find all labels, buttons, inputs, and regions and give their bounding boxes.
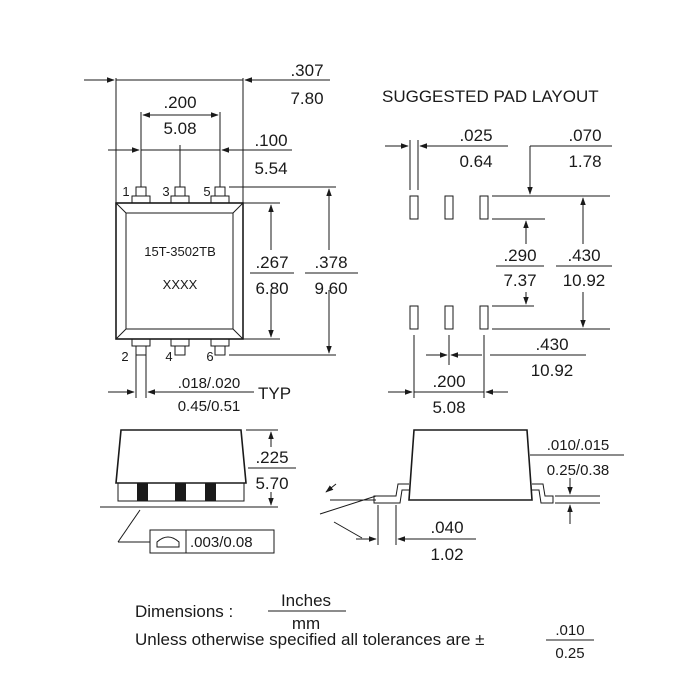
date-code-marking: XXXX — [163, 277, 198, 292]
dimensions-label: Dimensions : — [135, 602, 233, 621]
lead-width-mm: 0.45/0.51 — [178, 398, 241, 415]
lead-thickness-inch: .010/.015 — [547, 437, 610, 454]
top-view: 1 3 5 2 4 6 15T-3502TB XXXX .307 7.80 .2… — [84, 61, 358, 415]
tolerance-mm: 0.25 — [555, 645, 584, 662]
end-lead-left — [373, 483, 409, 504]
side-lead — [175, 483, 186, 501]
notes: Dimensions : Inches mm Unless otherwise … — [135, 591, 594, 662]
pad-layout-title: SUGGESTED PAD LAYOUT — [382, 87, 599, 106]
overall-width-inch: .307 — [290, 61, 323, 80]
lead-width-typ: TYP — [258, 384, 291, 403]
bottom-leads — [131, 338, 230, 356]
row-span-mm: 10.92 — [563, 271, 606, 290]
pin-label: 3 — [162, 184, 169, 199]
side-lead — [205, 483, 216, 501]
pin-span-mm: 5.08 — [163, 119, 196, 138]
unit-mm: mm — [292, 614, 320, 633]
pin-span-inch: .200 — [163, 93, 196, 112]
end-view: .010/.015 0.25/0.38 .040 1.02 — [319, 429, 624, 564]
pin-label: 6 — [206, 349, 213, 364]
pad-width-mm: 0.64 — [459, 152, 492, 171]
tolerance-inch: .010 — [555, 622, 584, 639]
tolerance-text: Unless otherwise specified all tolerance… — [135, 630, 485, 649]
foot-length-mm: 1.02 — [430, 545, 463, 564]
overall-height-inch: .378 — [314, 253, 347, 272]
body-height-mm: 6.80 — [255, 279, 288, 298]
side-height-mm: 5.70 — [255, 474, 288, 493]
row-span-outer-mm: 10.92 — [531, 361, 574, 380]
overall-height-mm: 9.60 — [314, 279, 347, 298]
top-leads — [131, 186, 230, 204]
part-marking: 15T-3502TB — [144, 244, 216, 259]
pin-label: 4 — [165, 349, 172, 364]
body-height-inch: .267 — [255, 253, 288, 272]
foot-length-inch: .040 — [430, 518, 463, 537]
overall-width-mm: 7.80 — [290, 89, 323, 108]
pad-length-inch: .070 — [568, 126, 601, 145]
row-span-outer-inch: .430 — [535, 335, 568, 354]
end-lead-right — [532, 483, 554, 504]
unit-inches: Inches — [281, 591, 331, 610]
side-lead — [137, 483, 148, 501]
package-body-inner — [125, 212, 234, 330]
pin-label: 5 — [203, 184, 210, 199]
row-span-inch: .430 — [567, 246, 600, 265]
pitch-mm: 5.08 — [432, 398, 465, 417]
row-gap-mm: 7.37 — [503, 271, 536, 290]
coplanarity-icon — [156, 536, 180, 548]
pad-length-mm: 1.78 — [568, 152, 601, 171]
coplanarity-frame — [149, 529, 275, 554]
pad-width-inch: .025 — [459, 126, 492, 145]
pads — [409, 195, 489, 330]
lead-width-inch: .018/.020 — [178, 375, 241, 392]
side-height-inch: .225 — [255, 448, 288, 467]
pad-layout: SUGGESTED PAD LAYOUT .025 0.64 .070 1.78 — [382, 87, 612, 417]
pin-pitch-mm: 5.54 — [254, 159, 287, 178]
end-body — [408, 429, 533, 501]
side-view: .225 5.70 .003/0.08 — [100, 429, 296, 554]
lead-thickness-mm: 0.25/0.38 — [547, 462, 610, 479]
side-body — [115, 429, 247, 484]
coplanarity-value: .003/0.08 — [190, 534, 253, 551]
package-body-outer — [115, 202, 244, 340]
pitch-inch: .200 — [432, 372, 465, 391]
row-gap-inch: .290 — [503, 246, 536, 265]
pin-pitch-inch: .100 — [254, 131, 287, 150]
pin-label: 1 — [122, 184, 129, 199]
pin-label: 2 — [121, 349, 128, 364]
